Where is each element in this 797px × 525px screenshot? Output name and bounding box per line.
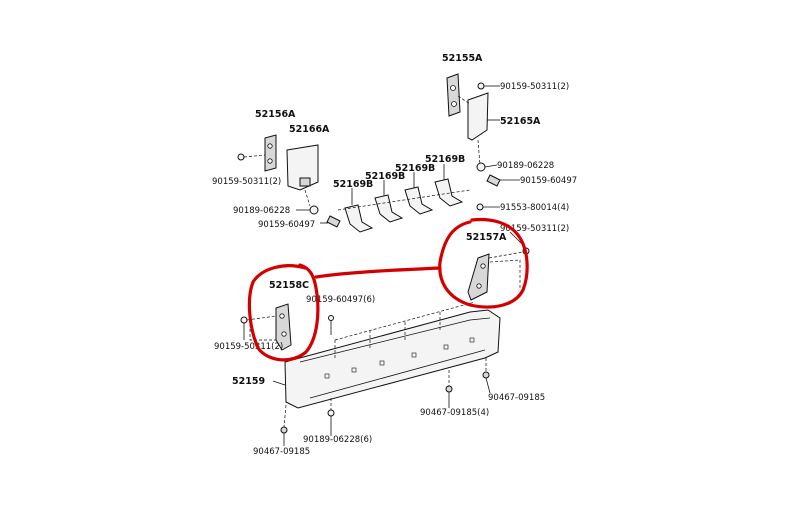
label-90467-09185-bottom: 90467-09185 bbox=[253, 447, 310, 457]
label-90189-06228-left: 90189-06228 bbox=[233, 206, 290, 216]
bolt-52158C bbox=[240, 316, 248, 324]
label-52169B-4: 52169B bbox=[425, 154, 465, 165]
label-52165A: 52165A bbox=[500, 116, 541, 127]
bolt-90159-60497-6 bbox=[328, 315, 334, 335]
bolt-top-right bbox=[477, 82, 500, 90]
label-90159-60497-left: 90159-60497 bbox=[258, 220, 315, 230]
retainer-52169B-3 bbox=[404, 186, 434, 215]
screw-90467-bottom bbox=[280, 404, 288, 446]
nut-90189-right bbox=[476, 162, 498, 172]
label-90159-50311-bottom: 90159-50311(2) bbox=[214, 342, 283, 352]
label-52156A: 52156A bbox=[255, 109, 296, 120]
bracket-52156A bbox=[264, 134, 277, 172]
red-highlight-annotation bbox=[247, 217, 529, 362]
label-52155A: 52155A bbox=[442, 53, 483, 64]
retainer-52169B-4 bbox=[434, 178, 464, 207]
label-91553-80014: 91553-80014(4) bbox=[500, 203, 569, 213]
label-52169B-2: 52169B bbox=[365, 171, 405, 182]
bolt-90159-60497-left bbox=[326, 215, 341, 228]
label-90467-09185-right: 90467-09185 bbox=[488, 393, 545, 403]
label-90159-60497-6: 90159-60497(6) bbox=[306, 295, 375, 305]
bracket-52165A bbox=[457, 92, 489, 141]
label-52158C: 52158C bbox=[269, 280, 309, 291]
bracket-52155A bbox=[446, 73, 461, 117]
label-90159-60497-right: 90159-60497 bbox=[520, 176, 577, 186]
bumper-52159 bbox=[284, 309, 501, 409]
label-90159-50311-left: 90159-50311(2) bbox=[212, 177, 281, 187]
nut-90189-left bbox=[309, 205, 319, 215]
label-52169B-1: 52169B bbox=[333, 179, 373, 190]
retainer-52169B-2 bbox=[374, 194, 404, 223]
label-52159: 52159 bbox=[232, 376, 265, 387]
label-52166A: 52166A bbox=[289, 124, 330, 135]
bracket-52166A bbox=[286, 144, 319, 191]
label-90159-50311-mid: 90159-50311(2) bbox=[500, 224, 569, 234]
screw-90467-4 bbox=[445, 370, 453, 408]
screw-90467-right bbox=[482, 358, 491, 394]
nut-90189-6 bbox=[327, 398, 335, 436]
label-90467-09185-4: 90467-09185(4) bbox=[420, 408, 489, 418]
bracket-52157A bbox=[467, 253, 490, 301]
label-90159-50311-top: 90159-50311(2) bbox=[500, 82, 569, 92]
label-52157A: 52157A bbox=[466, 232, 507, 243]
bolt-left-52156 bbox=[237, 153, 266, 161]
bracket-52158C bbox=[275, 303, 292, 351]
bolt-91553 bbox=[476, 203, 500, 211]
retainer-52169B-1 bbox=[344, 204, 374, 233]
label-52169B-3: 52169B bbox=[395, 163, 435, 174]
bolt-90159-60497-right bbox=[486, 174, 520, 187]
label-90189-06228-right: 90189-06228 bbox=[497, 161, 554, 171]
label-90189-06228-6: 90189-06228(6) bbox=[303, 435, 372, 445]
